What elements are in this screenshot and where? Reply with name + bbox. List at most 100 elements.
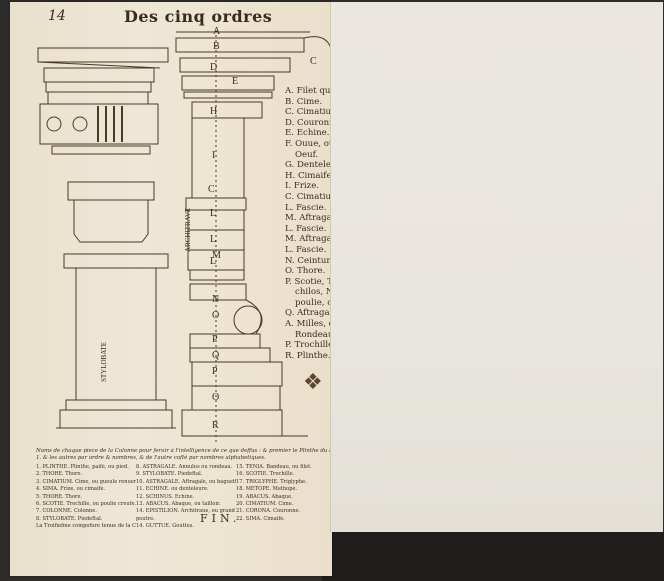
table-row: 2. THORE. Thore. 9. STYLOBATE. Piedeftal.… [36,471,336,478]
nomenclature-table: 1. PLINTHE. Plinthe, paifé, ou pied. 8. A… [36,464,336,531]
svg-text:O: O [212,392,219,403]
table-cell: 22. SIMA. Cimaife. [236,515,285,522]
fin-mark: FIN. [200,512,241,525]
table-cell: 12. SCHINUS. Echine. [136,493,195,500]
table-row: 3. CIMATIUM. Cime, ou gueule renuerfee.1… [36,479,336,486]
svg-text:L: L [210,234,216,245]
table-cell: 14. GUTTUE. Gouttes. [136,523,194,530]
table-cell: 5. THORE. Thore. [36,493,83,500]
svg-text:L: L [210,256,216,267]
column-shaft [75,267,157,401]
legend-item: A. Milles, ou [285,319,340,330]
svg-text:C: C [208,184,215,195]
svg-text:Q: Q [212,350,220,361]
cornice-block [37,47,169,63]
table-row: 7. COLONNE. Colonne. 14. EPISTILION. Arch… [36,508,336,515]
table-row: 8. STYLOBATE. Piedeftal. poutre. 22. SIMA.… [36,516,336,523]
table-row: La Troifiefme compofure tenue de la Cour… [36,523,336,530]
legend-item: A. Filet quarré. [285,86,352,96]
table-cell: 9. STYLOBATE. Piedeftal. [136,471,203,478]
table-cell: 17. TRIGLYPHE. Triglyphe. [236,478,307,485]
caption-line-2: 1. & les autres par ordre & nombres, & d… [36,455,266,461]
legend-item: P. Scotie, Tro- [285,276,346,287]
table-cell: 20. CIMATIUM. Cime. [236,501,294,508]
table-cell: 2. THORE. Thore. [36,471,83,478]
column-engraving: A B C D E H I C L L M L N O P Q P O R [37,26,332,442]
letter-D: D [210,62,217,73]
legend-item: G. Denteleure. [285,160,349,171]
profile-frieze [191,117,245,199]
legend-item: E. Echine. [285,128,330,139]
table-row: 1. PLINTHE. Plinthe, paifé, ou pied. 8. A… [36,464,336,471]
legend-item: N. Ceinture. [285,255,339,266]
legend-item: L. Fascie. [285,223,327,234]
label-architrave: ARCHITRAVE [184,208,192,252]
profile-plinth [181,409,283,437]
svg-text:O: O [212,310,219,321]
svg-text:E: E [232,76,238,87]
caption: Noms de chaque piece de la Colonne pour … [36,448,336,462]
legend-item: L. Fascie. [285,244,327,255]
running-title: Des cinq ordres [124,7,273,26]
legend-item: Q. Aftragalles. [285,308,348,319]
letter-C: C [310,56,317,67]
legend-item: R. Plinthe. [285,350,331,361]
svg-text:R: R [212,420,219,431]
column-base [59,409,173,429]
table-cell: 16. SCOTIE. Trochille. [236,471,295,478]
table-row: 6. SCOTIE. Trochille, ou poulie creufe.1… [36,501,336,508]
legend-item: C. Cimatium. [285,107,342,118]
table-cell: 7. COLONNE. Colonne. [36,508,97,515]
svg-text:I: I [212,150,215,161]
legend-item: M. Aftragalle. [285,213,346,224]
left-page: 14 Des cinq ordres [10,2,368,576]
table-cell: 8. ASTRAGALE. Annulus ou rondeau. [136,464,233,470]
table-cell: 6. SCOTIE. Trochille, ou poulie creufe. [36,501,136,508]
legend-item: P. Trochille. [285,340,336,351]
table-cell: 14. EPISTILION. Architraue, ou grand [136,508,235,515]
table-cell: 10. ASTRAGALE. Aftragale, ou baguette. [136,478,236,485]
svg-text:H: H [210,106,217,117]
legend-item: Oeuf. [295,149,319,160]
table-cell: 18. METOPE. Methope. [236,486,298,493]
table-cell: 19. ABACUS. Abaque. [236,493,293,500]
profile-cornice [175,37,305,53]
svg-text:M: M [212,250,221,261]
legend-item: B. Cime. [285,96,323,107]
svg-text:P: P [212,366,218,377]
table-cell: 13. ABACUS. Abaque, ou tailloir. [136,501,221,508]
legend-item: M. Aftragalle. [285,234,346,245]
legend-item: F. Ouue, ou [285,138,335,149]
svg-text:N: N [212,294,219,305]
table-cell [236,523,336,530]
right-page-blank [330,2,663,532]
table-cell: 21. CORONA. Couronne. [236,508,301,515]
legend-item: D. Couronne. [285,117,343,128]
fleuron-ornament: ❖ [303,370,323,395]
table-row: 5. THORE. Thore. 12. SCHINUS. Echine. 19. … [36,494,336,501]
table-cell: 8. STYLOBATE. Piedeftal. [36,515,103,522]
table-cell: 1. PLINTHE. Plinthe, paifé, ou pied. [36,464,129,470]
legend-item: chilos, Naffell- [295,287,359,298]
table-cell: 3. CIMATIUM. Cime, ou gueule renuerfee. [36,478,136,485]
letter-A: A [213,26,221,37]
legend-item: O. Thore. [285,266,326,277]
profile-torus [233,305,263,335]
table-cell: poutre. [136,515,155,522]
background-shadow [322,530,664,581]
svg-text:L: L [210,208,216,219]
letter-B: B [213,41,220,52]
legend-item: Rondeaux. [295,329,342,340]
table-cell: 15. TENIA. Bandeau, ou filet. [236,464,312,470]
table-row: 4. SIMA. Frize, ou cimaife.11. ECHINE. o… [36,486,336,493]
label-stylobate: STYLOBATE [100,342,108,382]
legend-item: I. Frize. [285,181,320,192]
table-cell: 4. SIMA. Frize, ou cimaife. [36,486,106,493]
table-cell: La Troifiefme compofure tenue de la Cour… [36,523,136,530]
legend-item: H. Cimaife. [285,170,335,181]
page-number: 14 [48,8,66,24]
caption-line-1: Noms de chaque piece de la Colonne pour … [36,448,336,454]
svg-text:P: P [212,334,218,345]
legend-item: C. Cimatium. [285,191,342,202]
